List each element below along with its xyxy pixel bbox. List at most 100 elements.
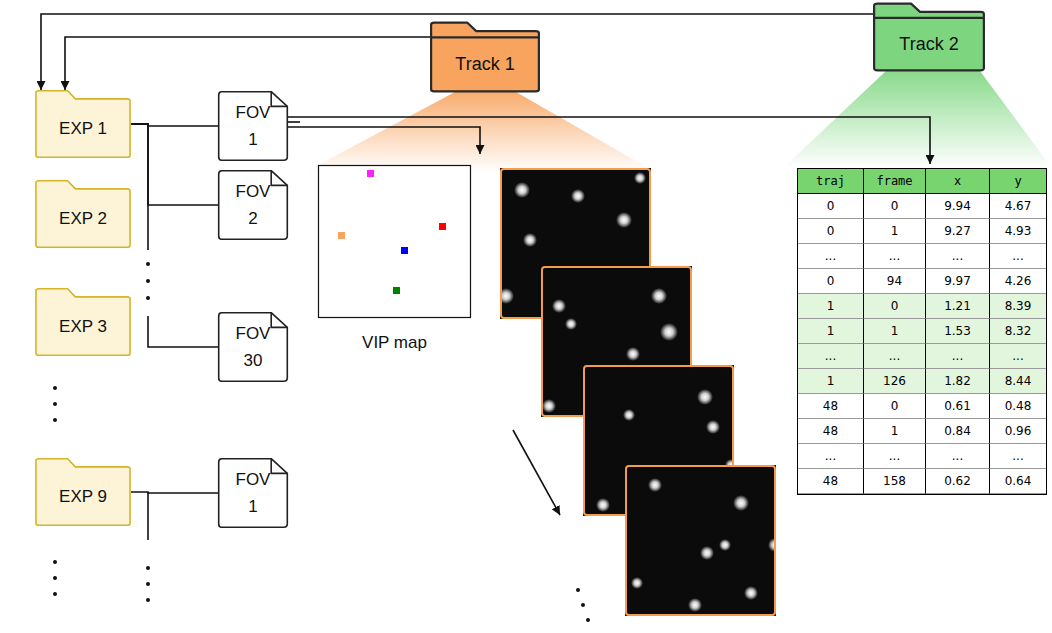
pointer-arrow bbox=[288, 127, 480, 154]
table-cell: 126 bbox=[864, 369, 926, 394]
particle-spot bbox=[700, 546, 714, 560]
particle-spot bbox=[626, 347, 640, 361]
node-outline bbox=[218, 91, 288, 161]
particle-spot bbox=[631, 577, 643, 589]
folder-flap bbox=[431, 36, 539, 38]
folder-node: EXP 9 bbox=[35, 458, 131, 526]
particle-spot bbox=[706, 420, 720, 434]
file-fold bbox=[271, 459, 287, 474]
connector bbox=[65, 37, 430, 90]
table-cell: 0.62 bbox=[926, 469, 990, 494]
node-outline bbox=[218, 170, 288, 240]
ellipsis-dot bbox=[146, 598, 150, 602]
table-cell: 1.53 bbox=[926, 319, 990, 344]
ellipsis-dot bbox=[586, 618, 590, 622]
node-label: EXP 9 bbox=[59, 487, 107, 507]
map-marker bbox=[401, 247, 408, 254]
folder-shape bbox=[36, 459, 130, 526]
pointer-line bbox=[288, 121, 300, 123]
ellipsis-dot bbox=[53, 386, 57, 390]
table-cell: 1 bbox=[798, 319, 864, 344]
particle-spot bbox=[744, 586, 758, 600]
track-glow bbox=[783, 71, 1052, 168]
particle-spot bbox=[514, 182, 530, 198]
node-label: FOV 30 bbox=[236, 320, 271, 374]
ellipsis-dot bbox=[53, 560, 57, 564]
folder-shape bbox=[431, 23, 539, 92]
microscopy-frame bbox=[625, 465, 782, 616]
frame-background bbox=[625, 465, 776, 616]
table-cell: 1.21 bbox=[926, 294, 990, 319]
folder-node: EXP 2 bbox=[35, 180, 131, 248]
table-cell: 0.96 bbox=[990, 419, 1046, 444]
ellipsis-dot bbox=[53, 402, 57, 406]
file-node: FOV 1 bbox=[218, 91, 288, 161]
table-cell: ... bbox=[990, 344, 1046, 369]
table-cell: 1 bbox=[798, 294, 864, 319]
file-shape bbox=[219, 459, 288, 528]
connector bbox=[131, 124, 218, 347]
table-cell: 1.82 bbox=[926, 369, 990, 394]
table-cell: 48 bbox=[798, 394, 864, 419]
particle-spot bbox=[688, 598, 702, 612]
table-cell: 0 bbox=[864, 294, 926, 319]
node-label: Track 2 bbox=[899, 34, 958, 56]
particle-spot bbox=[623, 409, 635, 421]
table-cell: 0 bbox=[864, 394, 926, 419]
table-cell: 9.27 bbox=[926, 219, 990, 244]
map-marker bbox=[439, 223, 446, 230]
node-label: Track 1 bbox=[455, 54, 514, 76]
table-cell: 1 bbox=[798, 369, 864, 394]
stack-arrow bbox=[513, 430, 560, 515]
particle-spot bbox=[697, 389, 713, 405]
map-title: VIP map bbox=[362, 333, 427, 353]
particle-spot bbox=[596, 498, 610, 512]
table-cell: 0.48 bbox=[990, 394, 1046, 419]
node-outline bbox=[218, 312, 288, 382]
particle-spot bbox=[660, 323, 678, 341]
table-cell: ... bbox=[864, 244, 926, 269]
pointer-arrow bbox=[288, 117, 930, 164]
table-cell: 0.61 bbox=[926, 394, 990, 419]
map-frame bbox=[319, 166, 471, 318]
ellipsis-dot bbox=[581, 603, 585, 607]
file-node: FOV 30 bbox=[218, 312, 288, 382]
ellipsis-dot bbox=[53, 592, 57, 596]
table-cell: ... bbox=[926, 344, 990, 369]
table-cell: 48 bbox=[798, 419, 864, 444]
particle-spot bbox=[719, 539, 731, 551]
table-cell: ... bbox=[990, 444, 1046, 469]
folder-node: EXP 3 bbox=[35, 288, 131, 356]
folder-flap bbox=[874, 17, 984, 19]
table-cell: 0.64 bbox=[990, 469, 1046, 494]
table-header: traj bbox=[798, 169, 864, 194]
ellipsis-dot bbox=[146, 296, 150, 300]
table-cell: 4.93 bbox=[990, 219, 1046, 244]
table-cell: 9.94 bbox=[926, 194, 990, 219]
map-marker bbox=[338, 232, 345, 239]
frame-border bbox=[626, 466, 775, 615]
file-fold bbox=[271, 313, 287, 328]
table-cell: ... bbox=[926, 444, 990, 469]
particle-spot bbox=[565, 318, 577, 330]
ellipsis-dot bbox=[146, 262, 150, 266]
table-cell: ... bbox=[798, 344, 864, 369]
map-node: VIP map bbox=[318, 165, 471, 355]
ellipsis-dot bbox=[146, 279, 150, 283]
ellipsis-dot bbox=[146, 582, 150, 586]
table-cell: ... bbox=[798, 244, 864, 269]
table-cell: ... bbox=[798, 444, 864, 469]
table-cell: ... bbox=[864, 444, 926, 469]
folder-shape bbox=[36, 91, 130, 158]
table-cell: 8.44 bbox=[990, 369, 1046, 394]
table-cell: 4.26 bbox=[990, 269, 1046, 294]
node-label: EXP 3 bbox=[59, 317, 107, 337]
table-header: x bbox=[926, 169, 990, 194]
node-label: EXP 2 bbox=[59, 209, 107, 229]
connector bbox=[131, 124, 218, 205]
ellipsis-dot bbox=[53, 576, 57, 580]
node-label: FOV 1 bbox=[236, 99, 271, 153]
connector bbox=[131, 492, 218, 493]
file-node: FOV 2 bbox=[218, 170, 288, 240]
